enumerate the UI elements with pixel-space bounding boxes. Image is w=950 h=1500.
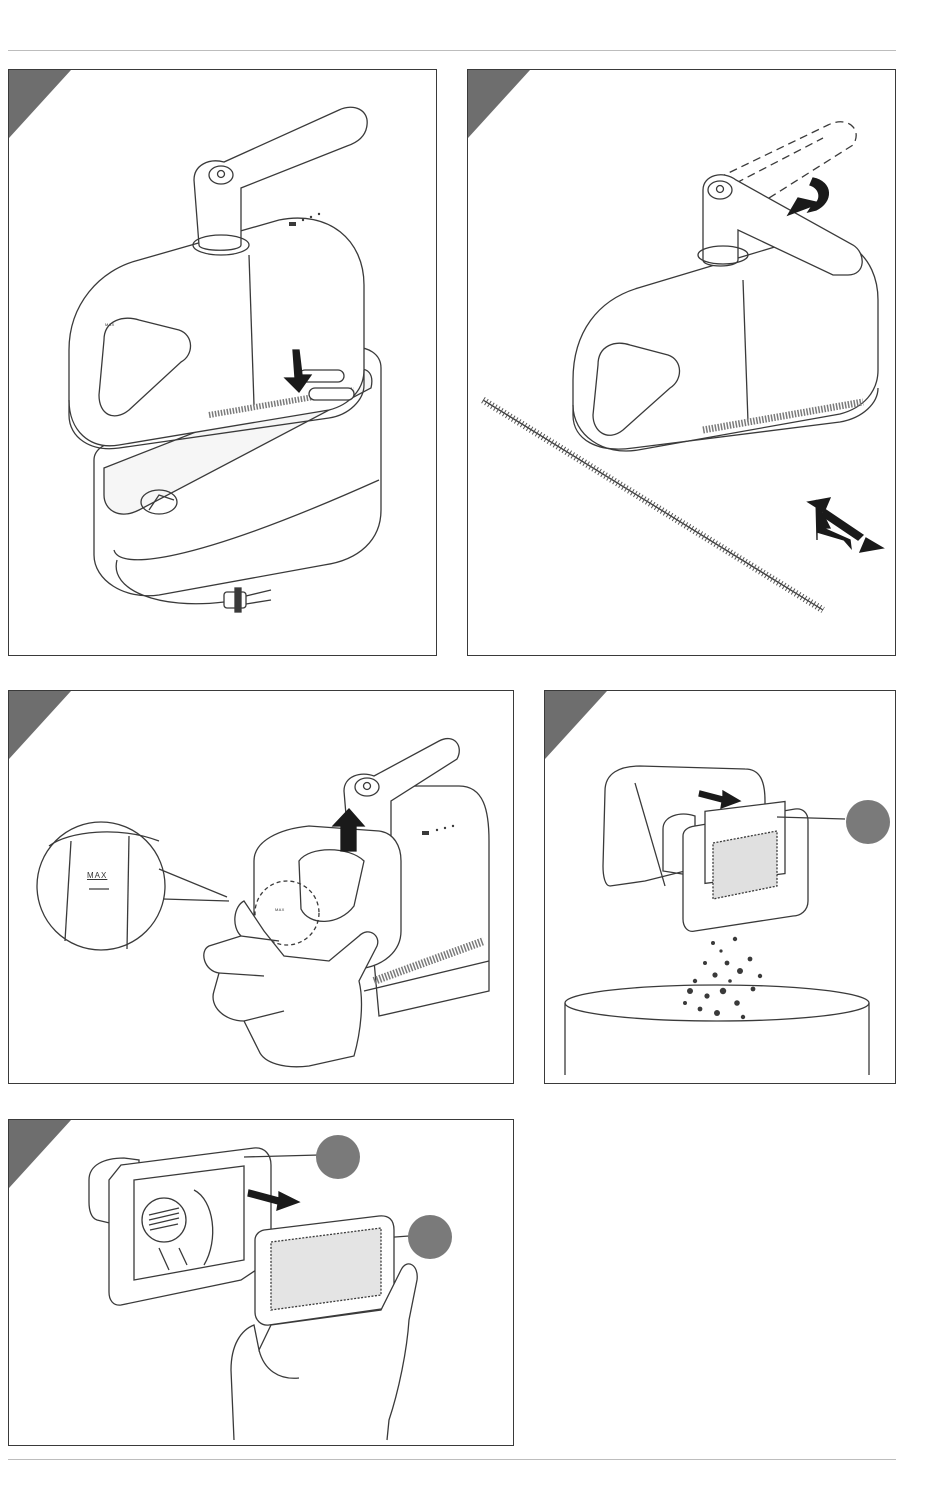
dust-particles bbox=[683, 937, 762, 1019]
callout-badge-1 bbox=[315, 1134, 361, 1180]
max-zoom-label: MAX bbox=[87, 871, 107, 880]
max-fill-line-label: MAX bbox=[105, 322, 115, 327]
rotate-arrow-icon bbox=[788, 178, 828, 215]
filter-cartridge bbox=[255, 1216, 394, 1325]
header-rule bbox=[8, 50, 896, 51]
max-fill-line-label: MAX bbox=[275, 907, 285, 912]
step-panel-5 bbox=[8, 1119, 514, 1446]
step-panel-1: MAX bbox=[8, 69, 437, 656]
step-panel-4 bbox=[544, 690, 896, 1084]
callout-badge bbox=[845, 799, 891, 845]
double-arrow-icon bbox=[808, 498, 883, 552]
callout-badge-2 bbox=[407, 1214, 453, 1260]
step-panel-3: MAX MAX bbox=[8, 690, 514, 1084]
step-panel-2 bbox=[467, 69, 896, 656]
trash-bin bbox=[565, 985, 869, 1075]
footer-rule bbox=[8, 1459, 896, 1460]
max-line-zoom-callout bbox=[37, 822, 229, 950]
filter-housing bbox=[89, 1148, 271, 1305]
